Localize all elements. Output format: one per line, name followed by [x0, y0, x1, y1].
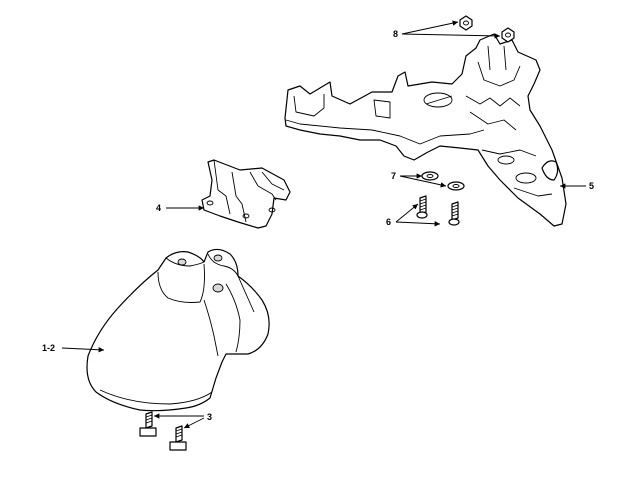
- leader-8a: [401, 20, 459, 35]
- callout-1-2: 1-2: [42, 343, 55, 353]
- leader-3b: [183, 417, 205, 429]
- leader-1-2: [61, 347, 105, 353]
- callout-6: 6: [386, 217, 391, 227]
- inner-panel-part-5: [284, 33, 567, 227]
- leader-8b: [401, 33, 501, 39]
- washer-part-7: [421, 171, 465, 191]
- bracket-part-4: [201, 159, 291, 229]
- nut-part-8: [459, 15, 515, 43]
- leader-6b: [395, 221, 441, 227]
- front-fender-part-1-2: [86, 248, 270, 412]
- callout-3: 3: [207, 412, 212, 422]
- leader-6a: [395, 203, 419, 223]
- screw-part-3: [139, 411, 187, 451]
- callout-labels: 1-2 3 4 5 6 7 8: [42, 29, 594, 422]
- callout-4: 4: [156, 203, 161, 213]
- leader-7b: [399, 175, 447, 188]
- callout-5: 5: [589, 181, 594, 191]
- callout-7: 7: [391, 171, 396, 181]
- leader-lines: [61, 20, 586, 429]
- callout-8: 8: [393, 29, 398, 39]
- screw-part-6: [416, 195, 460, 226]
